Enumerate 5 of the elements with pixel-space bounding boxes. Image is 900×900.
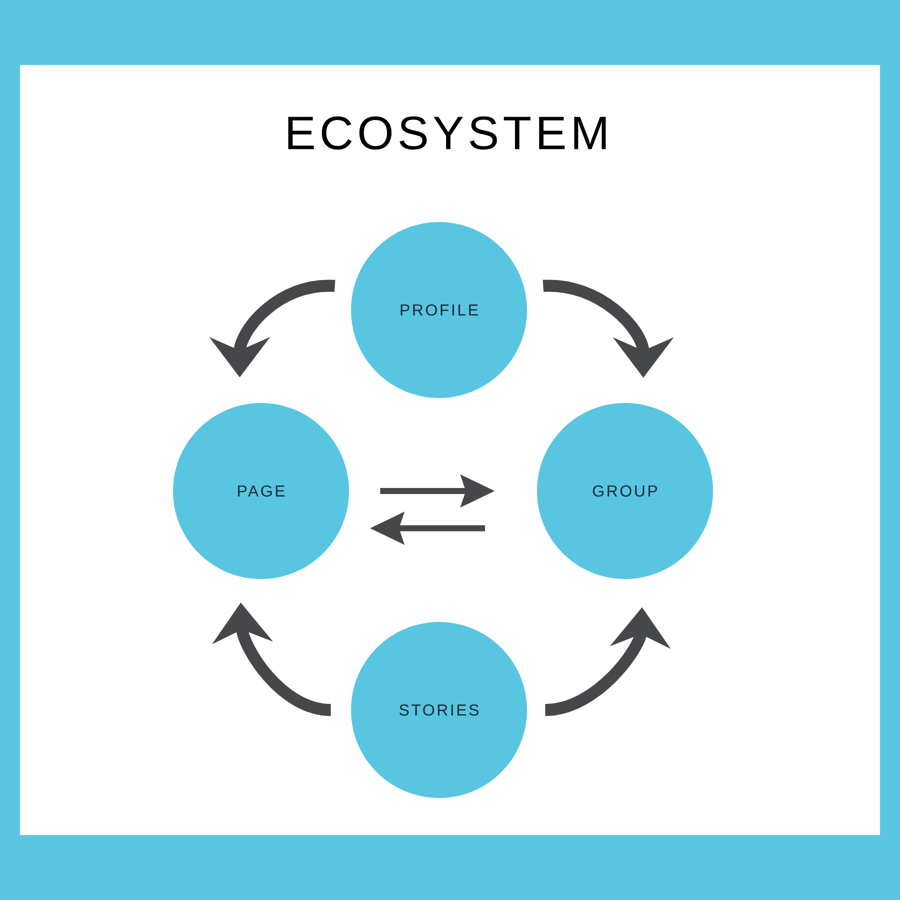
circle-node: PROFILE <box>351 222 527 398</box>
circle-node: GROUP <box>537 403 713 579</box>
title: ECOSYSTEM <box>288 116 606 150</box>
circle-node: STORIES <box>351 622 527 798</box>
circle-node: PAGE <box>173 403 349 579</box>
